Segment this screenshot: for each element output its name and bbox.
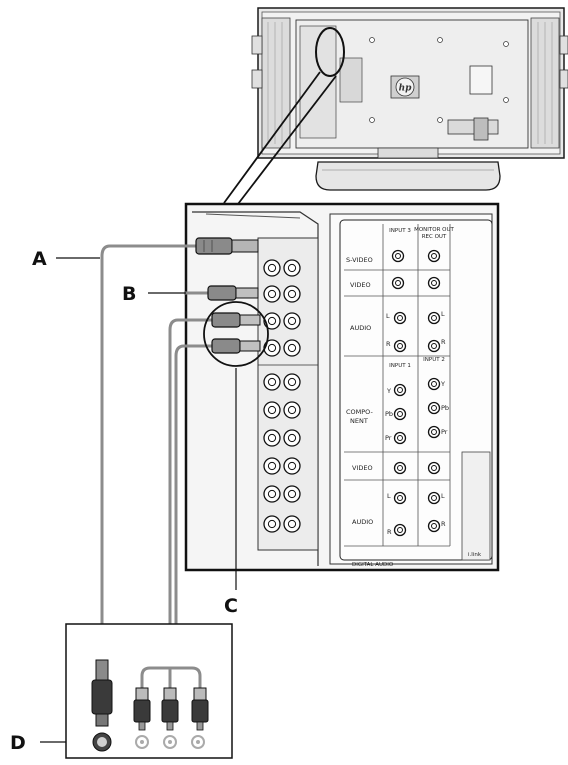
label-audio: AUDIO bbox=[350, 324, 371, 332]
jack-left-b-2-center bbox=[288, 317, 295, 324]
label-r-4: R bbox=[441, 520, 446, 528]
jack-plate-17-center bbox=[432, 496, 437, 501]
jack-left-a-1-center bbox=[268, 290, 275, 297]
jack-low-a-1-center bbox=[268, 406, 275, 413]
jack-plate-0-center bbox=[396, 254, 401, 259]
label-l-4: L bbox=[441, 492, 445, 500]
jack-plate-8-center bbox=[398, 388, 403, 393]
device-rca-plugs bbox=[134, 688, 208, 730]
jack-low-b-1-center bbox=[288, 406, 295, 413]
label-pr-2: Pr bbox=[441, 428, 448, 436]
jack-low-a-2-center bbox=[268, 434, 275, 441]
label-l: L bbox=[386, 312, 390, 320]
jack-low-a-4-center bbox=[268, 490, 275, 497]
jack-plate-10-center bbox=[398, 412, 403, 417]
jack-plate-15-center bbox=[432, 466, 437, 471]
jack-left-b-1-center bbox=[288, 290, 295, 297]
jack-plate-7-center bbox=[432, 344, 437, 349]
label-component-1: COMPO- bbox=[346, 408, 373, 416]
label-rec-out: REC OUT bbox=[422, 234, 447, 240]
label-pr: Pr bbox=[385, 434, 392, 442]
label-ilink: i.link bbox=[468, 552, 482, 558]
jack-left-a-3-center bbox=[268, 344, 275, 351]
label-audio-2: AUDIO bbox=[352, 518, 373, 526]
jack-plate-16-center bbox=[398, 496, 403, 501]
label-input3: INPUT 3 bbox=[389, 228, 411, 234]
source-device bbox=[66, 624, 232, 758]
label-video: VIDEO bbox=[350, 281, 371, 289]
label-y: Y bbox=[386, 387, 391, 395]
jack-plate-2-center bbox=[396, 281, 401, 286]
jack-panel-zoom: INPUT 3 MONITOR OUT REC OUT S-VIDEO VIDE… bbox=[186, 204, 498, 570]
jack-left-b-3-center bbox=[288, 344, 295, 351]
label-l-3: L bbox=[387, 492, 391, 500]
jack-left-a-2-center bbox=[268, 317, 275, 324]
plug-b-video bbox=[208, 286, 258, 300]
jack-left-b-0-center bbox=[288, 264, 295, 271]
label-input1: INPUT 1 bbox=[389, 363, 411, 369]
label-svideo: S-VIDEO bbox=[346, 256, 373, 264]
jack-plate-11-center bbox=[432, 406, 437, 411]
label-y-2: Y bbox=[440, 380, 445, 388]
label-component-2: NENT bbox=[350, 417, 368, 425]
callout-d: D bbox=[10, 732, 26, 754]
label-input2: INPUT 2 bbox=[423, 357, 445, 363]
jack-plate-19-center bbox=[432, 524, 437, 529]
jack-low-b-0-center bbox=[288, 378, 295, 385]
tv-logo: hp bbox=[399, 84, 413, 94]
label-digital-audio: DIGITAL AUDIO bbox=[352, 562, 394, 568]
label-r-3: R bbox=[387, 528, 392, 536]
label-pb: Pb bbox=[385, 410, 393, 418]
jack-plate-14-center bbox=[398, 466, 403, 471]
label-pb-2: Pb bbox=[441, 404, 449, 412]
jack-left-a-0-center bbox=[268, 264, 275, 271]
jack-plate-9-center bbox=[432, 382, 437, 387]
jack-low-b-2-center bbox=[288, 434, 295, 441]
label-r: R bbox=[386, 340, 391, 348]
jack-plate-3-center bbox=[432, 281, 437, 286]
plug-a-svideo bbox=[196, 238, 258, 254]
callout-c: C bbox=[224, 595, 238, 617]
jack-plate-4-center bbox=[398, 316, 403, 321]
jack-low-b-4-center bbox=[288, 490, 295, 497]
label-monitor-out: MONITOR OUT bbox=[414, 227, 454, 233]
jack-plate-1-center bbox=[432, 254, 437, 259]
jack-plate-5-center bbox=[432, 316, 437, 321]
jack-low-b-3-center bbox=[288, 462, 295, 469]
callout-b: B bbox=[122, 283, 136, 305]
jack-low-a-5-center bbox=[268, 520, 275, 527]
jack-plate-13-center bbox=[432, 430, 437, 435]
jack-low-b-5-center bbox=[288, 520, 295, 527]
label-l-2: L bbox=[441, 310, 445, 318]
label-r-2: R bbox=[441, 338, 446, 346]
jack-low-a-3-center bbox=[268, 462, 275, 469]
callout-a: A bbox=[32, 248, 47, 270]
jack-plate-6-center bbox=[398, 344, 403, 349]
label-video-2: VIDEO bbox=[352, 464, 373, 472]
jack-plate-18-center bbox=[398, 528, 403, 533]
jack-low-a-0-center bbox=[268, 378, 275, 385]
jack-plate-12-center bbox=[398, 436, 403, 441]
